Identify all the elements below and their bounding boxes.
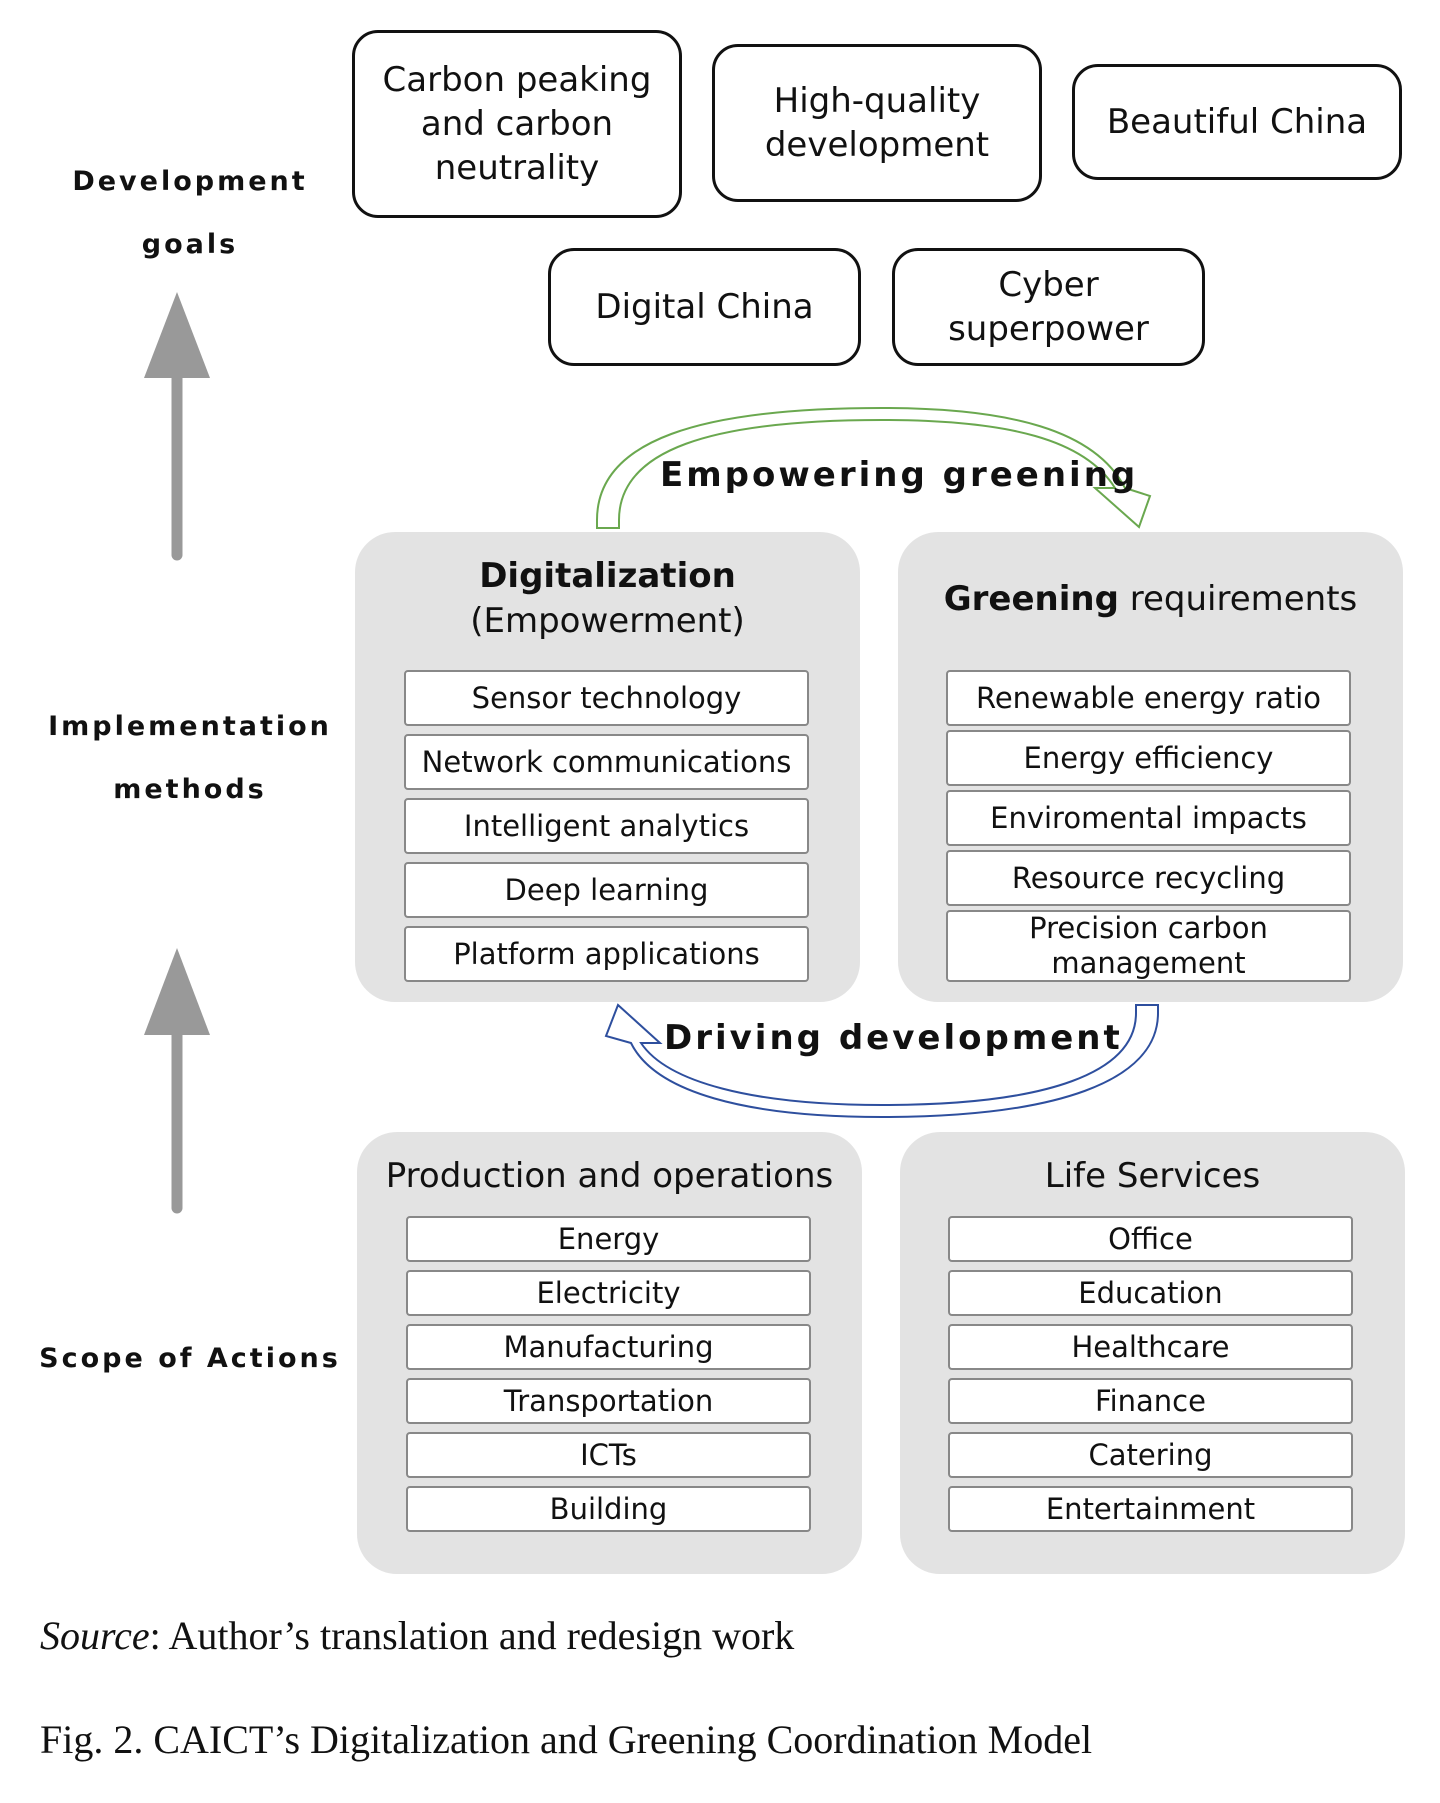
- list-item: Precision carbon management: [946, 910, 1351, 982]
- figure-caption: Fig. 2. CAICT’s Digitalization and Green…: [40, 1717, 1093, 1762]
- list-item: Entertainment: [948, 1486, 1353, 1532]
- list-item: Building: [406, 1486, 811, 1532]
- list-item: Energy efficiency: [946, 730, 1351, 786]
- empowering-greening-arrow: [596, 406, 1152, 529]
- production-title: Production and operations: [385, 1156, 834, 1196]
- goal-digital-china: Digital China: [548, 248, 861, 366]
- list-item: Electricity: [406, 1270, 811, 1316]
- list-item: Office: [948, 1216, 1353, 1262]
- list-item: Manufacturing: [406, 1324, 811, 1370]
- goal-carbon-neutrality: Carbon peaking and carbon neutrality: [352, 30, 682, 218]
- list-item: Network communications: [404, 734, 809, 790]
- source-caption: Source: Author’s translation and redesig…: [40, 1613, 795, 1658]
- goal-beautiful-china: Beautiful China: [1072, 64, 1402, 180]
- label-development-goals: Development goals: [72, 166, 308, 260]
- list-item: ICTs: [406, 1432, 811, 1478]
- driving-development-arrow: [604, 1003, 1159, 1119]
- list-item: Transportation: [406, 1378, 811, 1424]
- list-item: Catering: [948, 1432, 1353, 1478]
- upward-arrow-goals: [144, 292, 210, 561]
- digitalization-title: Digitalization (Empowerment): [470, 556, 745, 641]
- life-services-title: Life Services: [1044, 1156, 1261, 1196]
- label-driving-development: Driving development: [664, 1018, 1123, 1058]
- list-item: Enviromental impacts: [946, 790, 1351, 846]
- upward-arrow-methods: [144, 948, 210, 1214]
- goal-high-quality-development: High-quality development: [712, 44, 1042, 202]
- greening-title: Greening requirements: [943, 579, 1358, 619]
- list-item: Finance: [948, 1378, 1353, 1424]
- list-item: Deep learning: [404, 862, 809, 918]
- list-item: Renewable energy ratio: [946, 670, 1351, 726]
- goal-cyber-superpower: Cyber superpower: [892, 248, 1205, 366]
- list-item: Education: [948, 1270, 1353, 1316]
- list-item: Intelligent analytics: [404, 798, 809, 854]
- label-empowering-greening: Empowering greening: [660, 455, 1139, 495]
- list-item: Sensor technology: [404, 670, 809, 726]
- list-item: Resource recycling: [946, 850, 1351, 906]
- list-item: Platform applications: [404, 926, 809, 982]
- list-item: Energy: [406, 1216, 811, 1262]
- list-item: Healthcare: [948, 1324, 1353, 1370]
- label-implementation-methods: Implementation methods: [48, 711, 332, 805]
- label-scope-of-actions: Scope of Actions: [39, 1343, 341, 1374]
